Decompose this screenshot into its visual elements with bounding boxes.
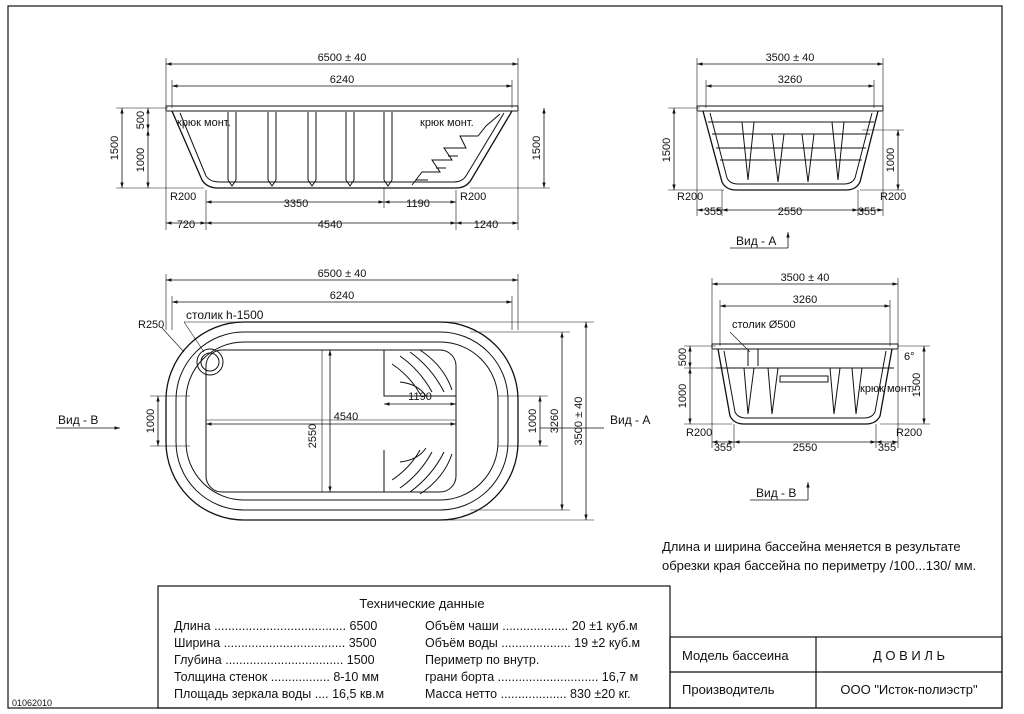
enda-view-label: Вид - А [736, 234, 776, 248]
endb-overall-dim: 3500 ± 40 [781, 272, 830, 284]
side-hook-left: крюк монт. [177, 117, 231, 129]
plan-dim-3500: 3500 ± 40 [573, 397, 585, 446]
spec-width: Ширина .................................… [174, 636, 377, 650]
enda-dim-355-right: 355 [858, 206, 876, 218]
side-height-top: 500 [135, 111, 147, 129]
endb-dim-2550: 2550 [793, 442, 817, 454]
end-view-a [668, 58, 904, 249]
side-radius-left: R200 [170, 191, 196, 203]
plan-dim-4540: 4540 [334, 411, 358, 423]
enda-dim-2550: 2550 [778, 206, 802, 218]
endb-angle: 6° [904, 351, 915, 363]
side-radius-right: R200 [460, 191, 486, 203]
spec-bowl-volume: Объём чаши ................... 20 ±1 куб… [425, 619, 638, 633]
spec-perimeter: грани борта ............................… [425, 670, 638, 684]
spec-net-mass: Масса нетто ................... 830 ±20 … [425, 687, 631, 701]
endb-view-label: Вид - В [756, 486, 796, 500]
spec-wall-thickness: Толщина стенок ................. 8-10 мм [174, 670, 379, 684]
spec-depth: Глубина ................................… [174, 653, 375, 667]
endb-dim-355-right: 355 [878, 442, 896, 454]
plan-view-a-label: Вид - А [610, 413, 650, 427]
endb-table-label: столик Ø500 [732, 319, 796, 331]
side-height-mid: 1000 [135, 148, 147, 172]
endb-radius-right: R200 [896, 427, 922, 439]
side-height-right: 1500 [531, 136, 543, 160]
plan-dim-1000-right: 1000 [527, 409, 539, 433]
specs-left-column: Длина ..................................… [174, 619, 384, 701]
spec-perimeter-label: Периметр по внутр. [425, 653, 539, 667]
specs-right-column: Объём чаши ................... 20 ±1 куб… [425, 619, 640, 701]
plan-table-label: столик h-1500 [186, 308, 264, 322]
plan-dim-2550: 2550 [307, 424, 319, 448]
side-view [116, 58, 550, 230]
end-view-b [684, 278, 930, 501]
document-code: 01062010 [12, 698, 52, 708]
specs-title: Технические данные [359, 596, 484, 611]
maker-label: Производитель [682, 682, 775, 697]
plan-dim-3260: 3260 [549, 409, 561, 433]
side-dim-1240: 1240 [474, 219, 498, 231]
endb-inner-dim: 3260 [793, 294, 817, 306]
spec-water-area: Площадь зеркала воды .... 16,5 кв.м [174, 687, 384, 701]
title-block [669, 636, 1003, 709]
endb-dim-355-left: 355 [714, 442, 732, 454]
endb-height-1000: 1000 [677, 384, 689, 408]
endb-height-1500: 1500 [911, 373, 923, 397]
note-line-1: Длина и ширина бассейна меняется в резул… [662, 539, 961, 554]
enda-dim-355-left: 355 [704, 206, 722, 218]
model-value: Д О В И Л Ь [873, 648, 945, 663]
spec-water-volume: Объём воды .................... 19 ±2 ку… [425, 636, 640, 650]
spec-length: Длина ..................................… [174, 619, 377, 633]
side-dim-720: 720 [177, 219, 195, 231]
side-inner-dim: 6240 [330, 74, 354, 86]
enda-height-left: 1500 [661, 138, 673, 162]
plan-view [56, 274, 604, 521]
enda-radius-left: R200 [677, 191, 703, 203]
enda-inner-dim: 3260 [778, 74, 802, 86]
plan-radius-r250: R250 [138, 319, 164, 331]
end-view-b-labels: 3500 ± 40 3260 столик Ø500 500 1000 6° 1… [677, 272, 923, 500]
endb-radius-left: R200 [686, 427, 712, 439]
plan-overall-dim: 6500 ± 40 [318, 268, 367, 280]
side-dim-3350: 3350 [284, 198, 308, 210]
plan-inner-dim: 6240 [330, 290, 354, 302]
side-hook-right: крюк монт. [420, 117, 474, 129]
endb-height-500: 500 [677, 348, 689, 366]
model-label: Модель бассеина [682, 648, 789, 663]
plan-view-labels: 6500 ± 40 6240 R250 столик h-1500 1190 4… [58, 268, 650, 448]
plan-dim-1000-left: 1000 [145, 409, 157, 433]
maker-value: ООО "Исток-полиэстр" [840, 682, 978, 697]
plan-view-b-label: Вид - В [58, 413, 98, 427]
enda-overall-dim: 3500 ± 40 [766, 52, 815, 64]
enda-height-right: 1000 [885, 148, 897, 172]
endb-hook-label: крюк монт. [860, 383, 914, 395]
side-height-total: 1500 [109, 136, 121, 160]
end-view-a-labels: 3500 ± 40 3260 1500 1000 R200 R200 355 2… [661, 52, 906, 248]
side-dim-1190: 1190 [406, 198, 430, 210]
enda-radius-right: R200 [880, 191, 906, 203]
side-view-labels: 6500 ± 40 6240 1500 500 1000 1500 крюк м… [109, 52, 543, 231]
plan-dim-1190: 1190 [408, 391, 432, 403]
side-dim-4540: 4540 [318, 219, 342, 231]
note-line-2: обрезки края бассейна по периметру /100.… [662, 558, 976, 573]
side-overall-dim: 6500 ± 40 [318, 52, 367, 64]
